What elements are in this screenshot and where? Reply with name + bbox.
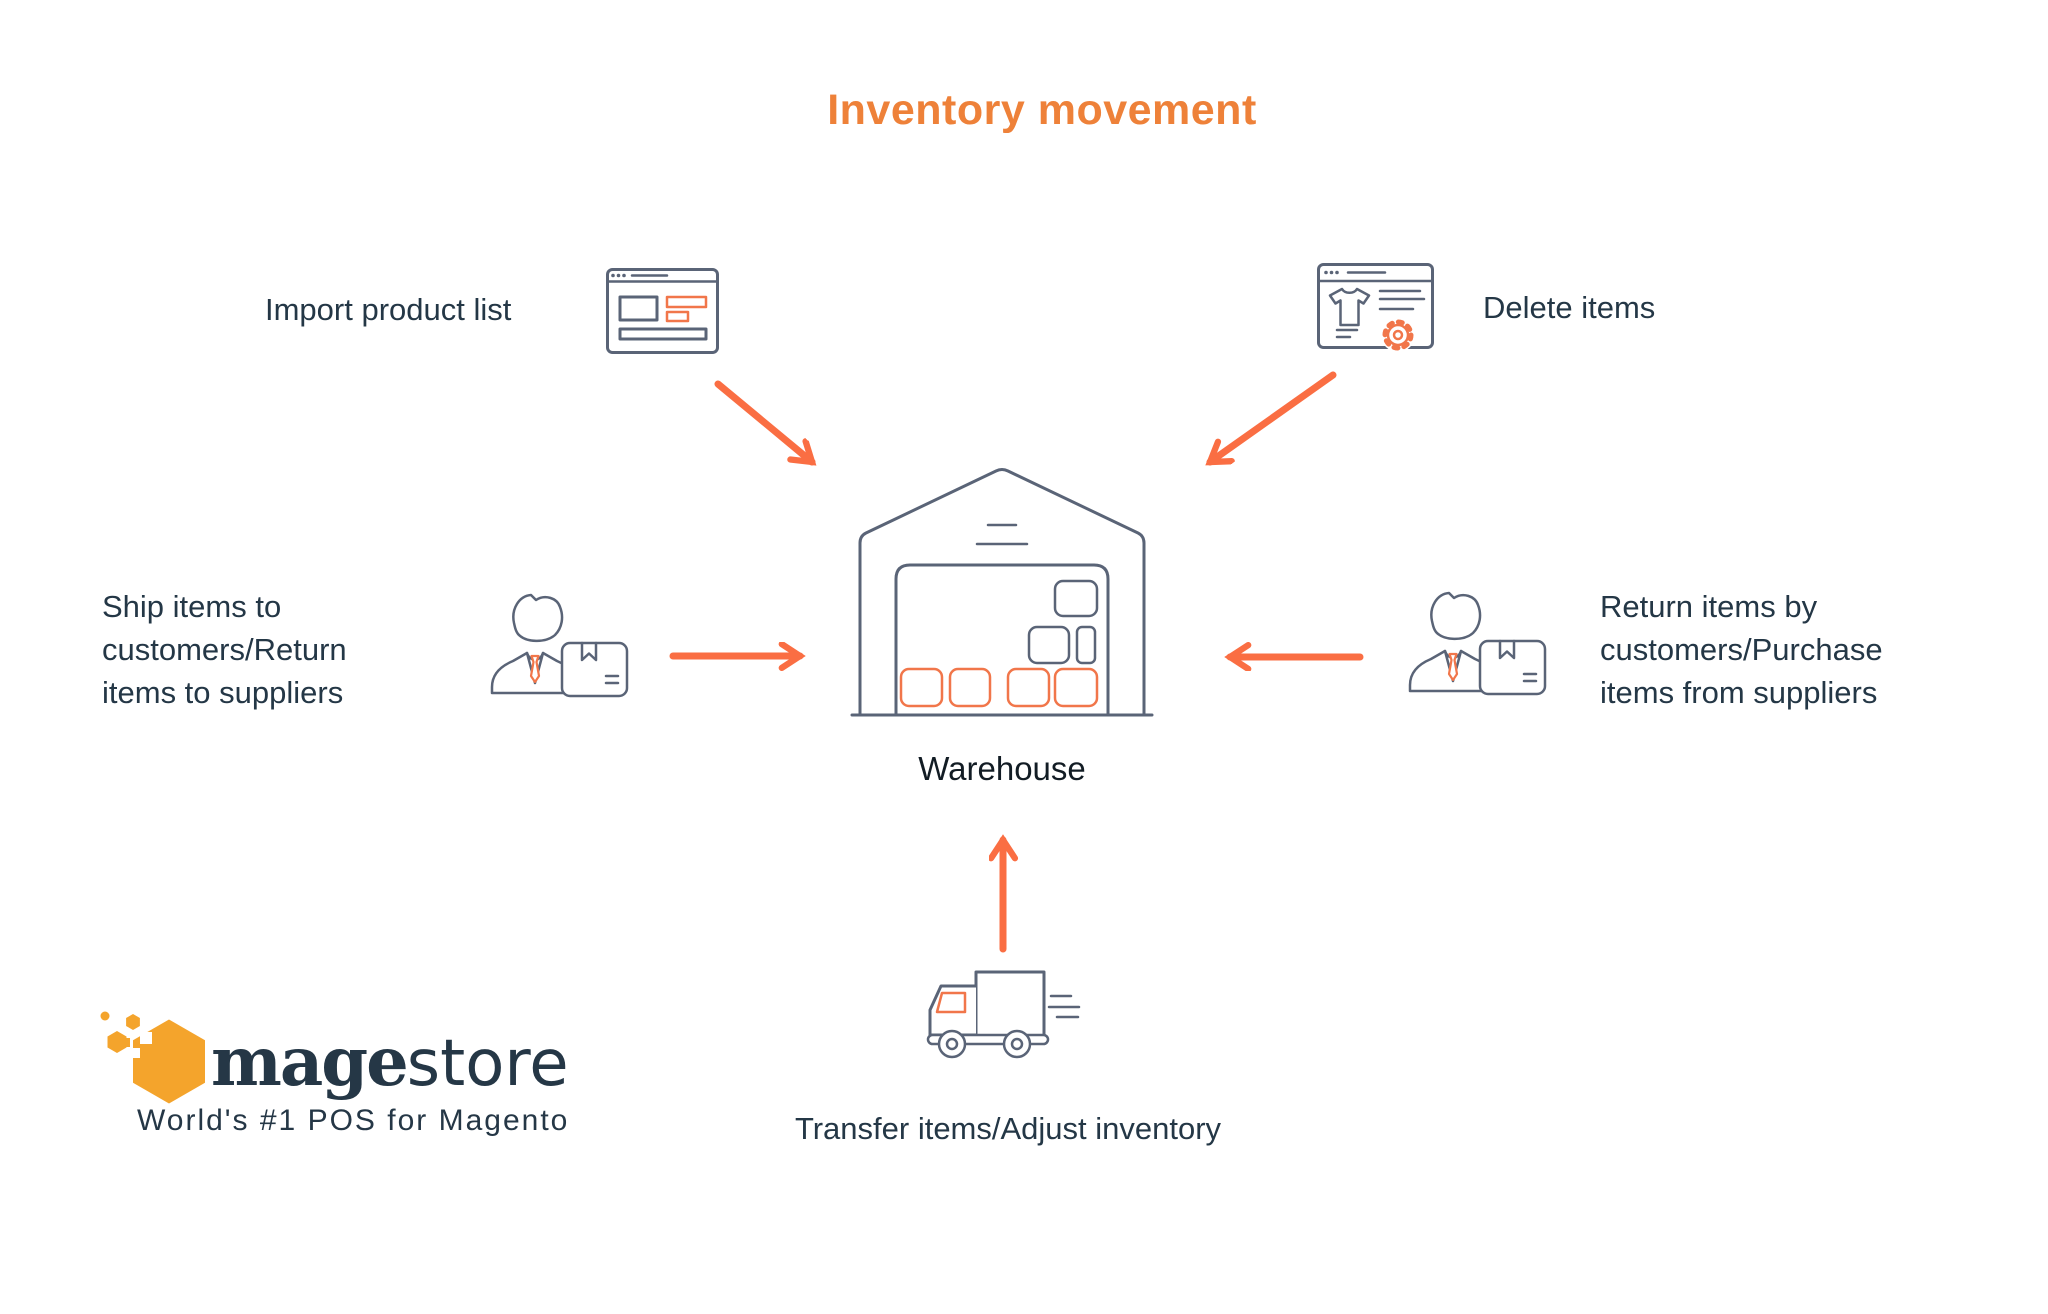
return-items-line-1: Return items by — [1600, 589, 1818, 624]
speed-lines — [1047, 994, 1081, 1019]
brand-mage: mage — [211, 1022, 409, 1101]
return-items-line-3: items from suppliers — [1600, 675, 1878, 710]
ship-items-label: Ship items to customers/Return items to … — [102, 585, 347, 714]
ship-items-line-2: customers/Return — [102, 632, 347, 667]
return-items-label: Return items by customers/Purchase items… — [1600, 585, 1883, 714]
logo-tagline: World's #1 POS for Magento — [137, 1104, 570, 1137]
diagram-title: Inventory movement — [827, 86, 1257, 134]
arrow-delete-to-warehouse — [1210, 371, 1337, 466]
delete-items-label: Delete items — [1483, 290, 1656, 325]
magestore-wordmark: magestore — [211, 1028, 569, 1096]
transfer-items-label: Transfer items/Adjust inventory — [794, 1111, 1222, 1146]
brand-store: store — [406, 1027, 569, 1101]
magestore-hexagon-logo-mark — [100, 1011, 205, 1104]
warehouse-building-icon — [850, 468, 1154, 717]
ship-items-line-1: Ship items to — [102, 589, 282, 624]
import-product-list-label: Import product list — [265, 292, 512, 327]
gear-icon — [1381, 318, 1415, 352]
return-items-line-2: customers/Purchase — [1600, 632, 1883, 667]
arrow-import-to-warehouse — [714, 380, 812, 462]
browser-window-list-icon — [606, 268, 719, 354]
warehouse-label: Warehouse — [918, 750, 1086, 787]
delivery-truck-icon — [926, 970, 1081, 1059]
browser-window-product-gear-icon — [1317, 263, 1434, 352]
person-with-package-icon — [490, 590, 630, 700]
tshirt-icon — [1328, 287, 1371, 327]
person-with-package-icon — [1408, 588, 1548, 698]
ship-items-line-3: items to suppliers — [102, 675, 344, 710]
